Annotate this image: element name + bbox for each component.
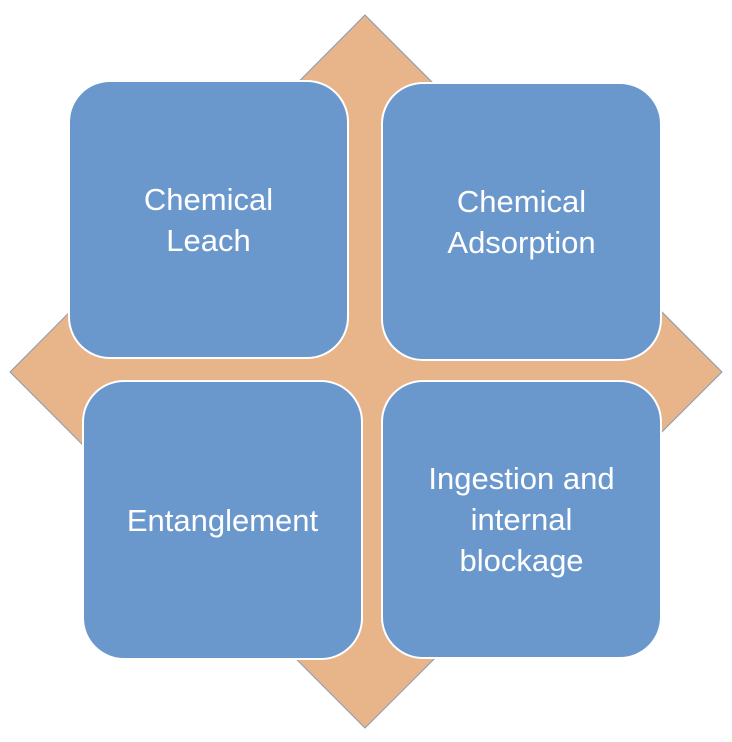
quadrant-chemical-leach: Chemical Leach xyxy=(68,80,349,359)
quadrant-label: Chemical Leach xyxy=(143,181,274,258)
quadrant-label: Chemical Adsorption xyxy=(447,183,596,260)
quadrant-label: Ingestion and internal blockage xyxy=(428,461,615,578)
quadrant-entanglement: Entanglement xyxy=(82,380,363,660)
quadrant-label: Entanglement xyxy=(126,502,319,538)
quadrant-chemical-adsorption: Chemical Adsorption xyxy=(381,82,662,361)
quadrant-ingestion-blockage: Ingestion and internal blockage xyxy=(381,380,662,659)
